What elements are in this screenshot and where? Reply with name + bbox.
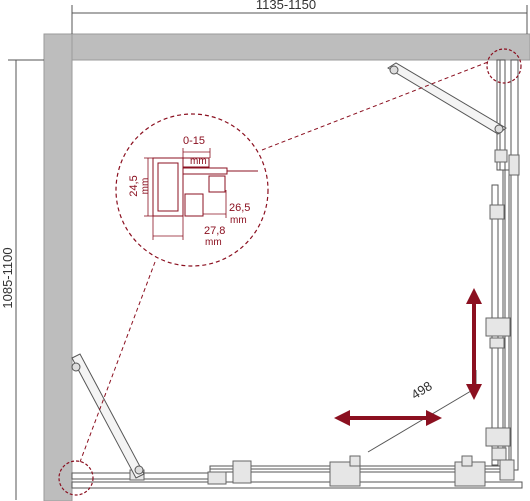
height-dimension: 1085-1100 bbox=[0, 59, 44, 500]
door-width-label: 498 bbox=[408, 378, 434, 402]
detail-connector-top bbox=[261, 61, 489, 151]
bottom-fittings bbox=[129, 455, 515, 487]
top-hinged-panel bbox=[387, 62, 507, 135]
corner-detail-marker-bottom-left bbox=[58, 460, 94, 496]
left-hinged-panel bbox=[71, 353, 145, 479]
inner-width-label: 26,5 bbox=[229, 202, 250, 214]
sliding-arrow-horizontal bbox=[334, 410, 442, 426]
profile-height-label: 24,5 bbox=[128, 175, 140, 196]
profile-section bbox=[152, 157, 258, 217]
outer-width-label: 27,8 bbox=[204, 225, 225, 237]
height-label: 1085-1100 bbox=[0, 247, 15, 308]
adjust-range-label: 0-15 bbox=[183, 135, 205, 147]
sliding-arrow-vertical bbox=[466, 288, 482, 400]
wall-left bbox=[43, 33, 73, 501]
inner-width-unit: mm bbox=[230, 215, 247, 226]
outer-width-unit: mm bbox=[205, 237, 222, 248]
door-width-dimension: 498 bbox=[367, 370, 477, 453]
detail-connector-bottom bbox=[79, 261, 156, 463]
right-fittings bbox=[485, 149, 520, 461]
corner-detail-marker-top-right bbox=[486, 48, 522, 84]
profile-dimension-lines bbox=[144, 148, 227, 240]
width-dimension: 1135-1150 bbox=[71, 0, 528, 34]
wall-top bbox=[43, 33, 530, 61]
adjust-range-unit: mm bbox=[190, 156, 207, 167]
width-label: 1135-1150 bbox=[256, 0, 316, 12]
profile-detail-circle bbox=[115, 113, 269, 267]
profile-height-unit: mm bbox=[140, 178, 151, 195]
